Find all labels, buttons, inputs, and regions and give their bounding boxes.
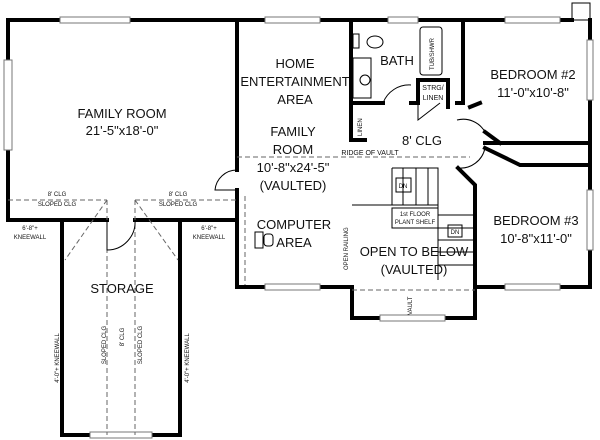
strg-label: STRG/ [422,85,443,92]
kneewall-right: KNEEWALL [193,235,226,241]
bath-label: BATH [380,53,414,68]
open-below-note: (VAULTED) [381,262,448,277]
storage-sloped-left: SLOPED CLG [102,326,108,365]
chair-icon [263,233,274,247]
home-entertainment-label-3: AREA [277,92,313,107]
kneewall-4-right: 4'-0"+ KNEEWALL [185,333,191,383]
bath-fixtures [254,26,443,249]
sloped-note-right: SLOPED CLG [159,202,198,208]
kneewall-4-left: 4'-0"+ KNEEWALL [55,333,61,383]
storage-label: STORAGE [90,281,154,296]
sloped-note-left: SLOPED CLG [38,202,77,208]
bedroom3-size: 10'-8"x11'-0" [500,231,572,246]
computer-label-2: AREA [276,235,312,250]
toilet-icon [366,35,384,49]
bedroom2-label: BEDROOM #2 [490,67,575,82]
linen-label: LINEN [423,95,444,102]
tub-label: TUB/SHWR [430,37,436,70]
tub-icon [419,26,443,76]
open-below-label: OPEN TO BELOW [360,244,469,259]
chimney [571,2,591,21]
family-room2-note: (VAULTED) [260,178,327,193]
stair-down-label-2: DN [451,230,460,236]
vault-label: VAULT [408,296,414,315]
hall-ceiling-label: 8' CLG [402,133,442,148]
family-room2-label-2: ROOM [273,142,313,157]
stairs [352,167,475,280]
home-entertainment-label-2: ENTERTAINMENT [240,74,349,89]
family-room2-label: FAMILY [270,124,316,139]
storage-sloped-right: SLOPED CLG [138,326,144,365]
family-room2-size: 10'-8"x24'-5" [257,160,330,175]
doors [106,84,486,251]
kneewall-height-right: 6'-8"+ [201,226,217,232]
home-entertainment-label: HOME [276,56,315,71]
family-room-label: FAMILY ROOM [77,106,166,121]
sink-icon [359,74,371,86]
computer-label: COMPUTER [257,217,331,232]
family-room-size: 21'-5"x18'-0" [86,123,159,138]
bedroom2-size: 11'-0"x10'-8" [497,85,569,100]
plant-shelf-label: 1st FLOOR [400,212,431,218]
desk-icon [254,231,264,249]
linen-closet-label: LINEN [358,118,364,136]
clg-note-left: 8' CLG [48,192,67,198]
windows [3,16,594,439]
kneewall-height-left: 6'-8"+ [22,226,38,232]
ridge-label: RIDGE OF VAULT [341,150,399,157]
plant-shelf-label-2: PLANT SHELF [395,220,436,226]
kneewall-left: KNEEWALL [14,235,47,241]
ceiling-lines [8,156,475,435]
storage-clg: 8' CLG [120,327,126,346]
bedroom3-label: BEDROOM #3 [493,213,578,228]
open-railing-label: OPEN RAILING [344,227,350,270]
stair-down-label: DN [399,184,408,190]
clg-note-right: 8' CLG [169,192,188,198]
